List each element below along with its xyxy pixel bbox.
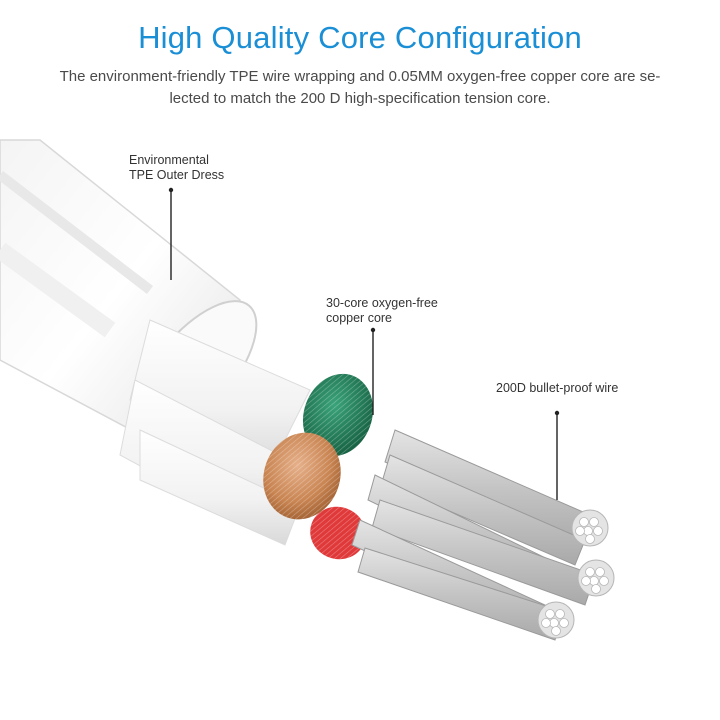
callout-copper-core: 30-core oxygen-free copper core: [326, 296, 438, 326]
callout-bullet-wire: 200D bullet-proof wire: [496, 381, 618, 396]
copper-core: [263, 432, 341, 520]
page-title: High Quality Core Configuration: [138, 20, 582, 55]
page-description: The environment-friendly TPE wire wrappi…: [28, 66, 692, 110]
green-copper-core: [302, 373, 374, 457]
red-copper-core: [310, 506, 366, 560]
callout-leader-lines: [170, 190, 558, 500]
description-line-1: The environment-friendly TPE wire wrappi…: [59, 68, 661, 85]
callout-outer-dress: Environmental TPE Outer Dress: [129, 153, 224, 183]
leader-dot-copper: [370, 327, 376, 333]
callout-copper-core-line1: 30-core oxygen-free: [326, 296, 438, 310]
callout-copper-core-line2: copper core: [326, 311, 393, 325]
leader-dot-outer: [168, 187, 174, 193]
description-line-2: lected to match the 200 D high-specifica…: [169, 90, 551, 107]
inner-insulated-wires: [119, 319, 311, 546]
fiber-bundles: [351, 429, 615, 641]
callout-outer-dress-line1: Environmental: [129, 153, 209, 167]
callout-outer-dress-line2: TPE Outer Dress: [129, 168, 225, 182]
leader-dot-bullet: [554, 410, 560, 416]
callout-bullet-wire-line1: 200D bullet-proof wire: [496, 381, 619, 395]
